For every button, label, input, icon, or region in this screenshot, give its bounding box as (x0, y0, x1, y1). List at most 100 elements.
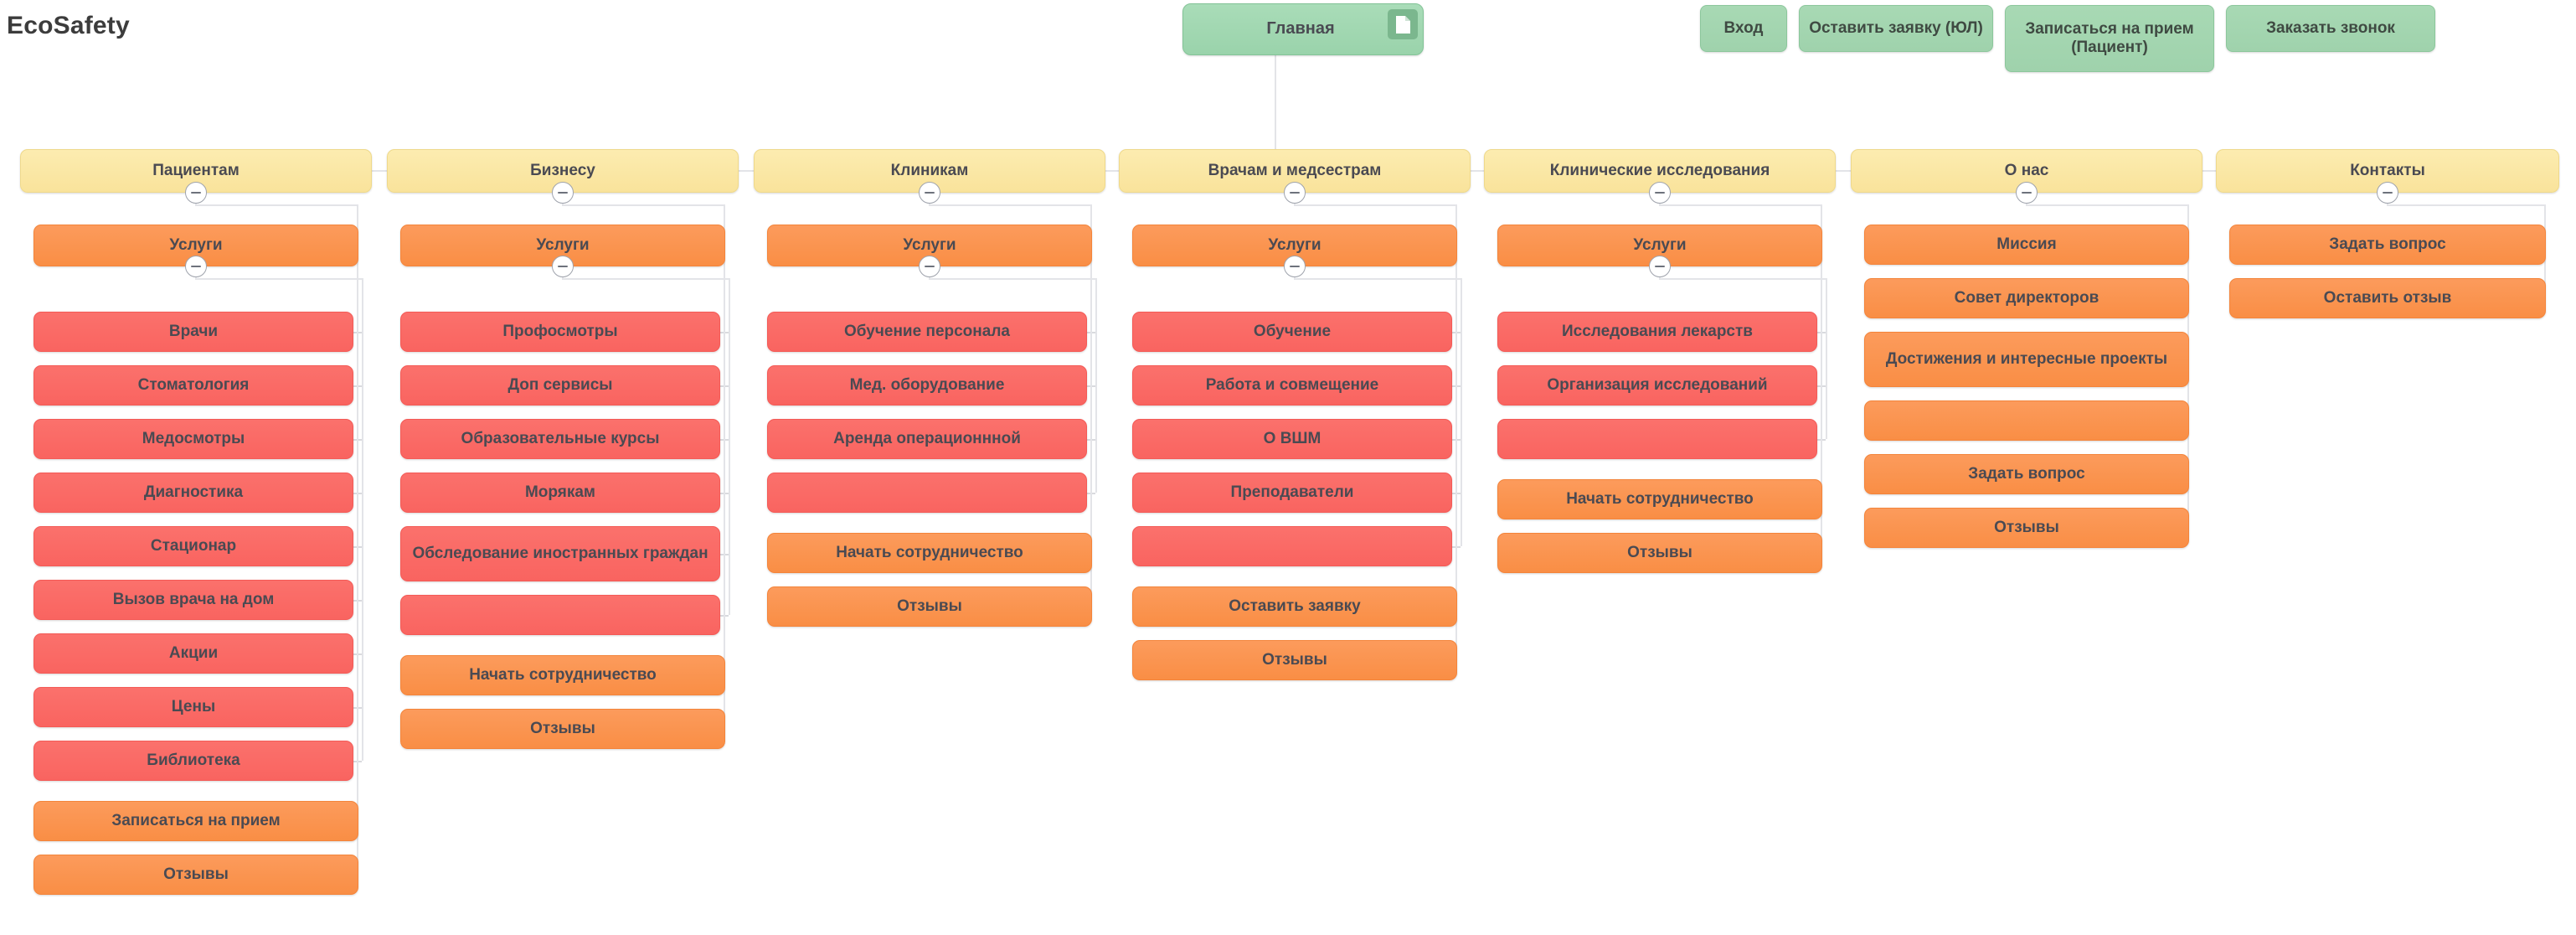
child-node-business-3[interactable]: Образовательные курсы (400, 419, 720, 459)
child-node-clinics-4[interactable] (767, 473, 1087, 513)
extra-node-about-1-label: Миссия (1996, 235, 2057, 253)
extra-node-about-2[interactable]: Совет директоров (1864, 278, 2189, 318)
collapse-toggle-services-patients[interactable] (185, 256, 207, 277)
top-action-2[interactable]: Оставить заявку (ЮЛ) (1799, 5, 1993, 52)
child-node-doctors-3[interactable]: О ВШМ (1132, 419, 1452, 459)
category-link-3 (1105, 170, 1119, 172)
extra-node-patients-1[interactable]: Записаться на прием (33, 801, 358, 841)
collapse-toggle-services-doctors[interactable] (1284, 256, 1306, 277)
child-node-patients-9[interactable]: Библиотека (33, 741, 353, 781)
child-node-doctors-1-label: Обучение (1253, 322, 1332, 340)
category-link-1 (372, 170, 387, 172)
extra-node-about-5-label: Задать вопрос (1968, 464, 2085, 483)
collapse-toggle-about[interactable] (2016, 182, 2038, 204)
child-node-patients-8[interactable]: Цены (33, 687, 353, 727)
child-node-clinics-2[interactable]: Мед. оборудование (767, 365, 1087, 406)
child-node-patients-4[interactable]: Диагностика (33, 473, 353, 513)
child-node-patients-5[interactable]: Стационар (33, 526, 353, 566)
category-bracket-top-contacts (2388, 204, 2546, 206)
extra-node-doctors-1[interactable]: Оставить заявку (1132, 586, 1457, 627)
child-node-clinics-3[interactable]: Аренда операционнной (767, 419, 1087, 459)
services-bracket-top-patients (196, 278, 363, 280)
collapse-toggle-services-clinics[interactable] (919, 256, 940, 277)
extra-node-business-1[interactable]: Начать сотрудничество (400, 655, 725, 695)
extra-node-contacts-1[interactable]: Задать вопрос (2229, 225, 2546, 265)
extra-node-business-2[interactable]: Отзывы (400, 709, 725, 749)
collapse-toggle-contacts[interactable] (2377, 182, 2398, 204)
extra-node-doctors-2[interactable]: Отзывы (1132, 640, 1457, 680)
extra-node-research-2[interactable]: Отзывы (1497, 533, 1822, 573)
collapse-toggle-doctors[interactable] (1284, 182, 1306, 204)
category-bracket-spine-research (1821, 204, 1822, 553)
child-node-patients-4-label: Диагностика (143, 483, 244, 501)
services-node-patients-label: Услуги (169, 235, 223, 254)
child-node-patients-7[interactable]: Акции (33, 633, 353, 674)
extra-node-about-4[interactable] (1864, 400, 2189, 441)
child-node-business-4[interactable]: Морякам (400, 473, 720, 513)
top-action-1[interactable]: Вход (1700, 5, 1787, 52)
extra-node-patients-2[interactable]: Отзывы (33, 855, 358, 895)
child-node-doctors-1[interactable]: Обучение (1132, 312, 1452, 352)
top-action-3-label: Записаться на прием (Пациент) (2025, 19, 2194, 56)
extra-node-business-1-label: Начать сотрудничество (469, 665, 657, 684)
child-node-patients-3[interactable]: Медосмотры (33, 419, 353, 459)
child-node-research-2[interactable]: Организация исследований (1497, 365, 1817, 406)
collapse-toggle-research[interactable] (1649, 182, 1671, 204)
document-icon[interactable] (1388, 9, 1418, 39)
extra-node-about-1[interactable]: Миссия (1864, 225, 2189, 265)
child-node-research-3[interactable] (1497, 419, 1817, 459)
extra-node-about-3-label: Достижения и интересные проекты (1885, 349, 2168, 368)
category-bracket-spine-patients (357, 204, 358, 875)
services-bracket-spine-business (729, 278, 730, 615)
extra-node-about-5[interactable]: Задать вопрос (1864, 454, 2189, 494)
collapse-toggle-services-business[interactable] (552, 256, 574, 277)
child-node-patients-2[interactable]: Стоматология (33, 365, 353, 406)
child-node-clinics-1[interactable]: Обучение персонала (767, 312, 1087, 352)
child-node-doctors-2[interactable]: Работа и совмещение (1132, 365, 1452, 406)
child-node-clinics-1-label: Обучение персонала (844, 322, 1010, 340)
top-action-3[interactable]: Записаться на прием (Пациент) (2005, 5, 2214, 72)
extra-node-contacts-2-label: Оставить отзыв (2323, 288, 2452, 307)
extra-node-clinics-2-label: Отзывы (897, 597, 962, 615)
category-about[interactable]: О нас (1851, 149, 2202, 193)
child-node-doctors-4[interactable]: Преподаватели (1132, 473, 1452, 513)
extra-node-doctors-2-label: Отзывы (1262, 650, 1327, 669)
services-bracket-spine-doctors (1461, 278, 1462, 546)
child-node-doctors-2-label: Работа и совмещение (1205, 375, 1379, 394)
collapse-toggle-services-research[interactable] (1649, 256, 1671, 277)
top-action-4[interactable]: Заказать звонок (2226, 5, 2435, 52)
services-node-clinics-label: Услуги (903, 235, 956, 254)
extra-node-doctors-1-label: Оставить заявку (1229, 597, 1361, 615)
category-link-6 (2202, 170, 2216, 172)
services-bracket-spine-clinics (1095, 278, 1097, 493)
child-node-business-6[interactable] (400, 595, 720, 635)
collapse-toggle-business[interactable] (552, 182, 574, 204)
child-node-patients-1[interactable]: Врачи (33, 312, 353, 352)
child-node-research-2-label: Организация исследований (1547, 375, 1768, 394)
extra-node-contacts-2[interactable]: Оставить отзыв (2229, 278, 2546, 318)
category-patients-label: Пациентам (152, 161, 240, 179)
child-node-clinics-2-label: Мед. оборудование (849, 375, 1005, 394)
extra-node-research-1[interactable]: Начать сотрудничество (1497, 479, 1822, 519)
child-node-doctors-5[interactable] (1132, 526, 1452, 566)
extra-node-about-2-label: Совет директоров (1954, 288, 2099, 307)
category-link-5 (1836, 170, 1851, 172)
child-node-business-5[interactable]: Обследование иностранных граждан (400, 526, 720, 581)
extra-node-about-3[interactable]: Достижения и интересные проекты (1864, 332, 2189, 387)
services-node-business-label: Услуги (536, 235, 590, 254)
child-node-patients-1-label: Врачи (168, 322, 219, 340)
child-node-business-2[interactable]: Доп сервисы (400, 365, 720, 406)
extra-node-clinics-2[interactable]: Отзывы (767, 586, 1092, 627)
child-node-patients-6[interactable]: Вызов врача на дом (33, 580, 353, 620)
child-node-business-5-label: Обследование иностранных граждан (412, 544, 708, 562)
extra-node-clinics-1[interactable]: Начать сотрудничество (767, 533, 1092, 573)
category-bracket-top-patients (196, 204, 358, 206)
category-business-label: Бизнесу (530, 161, 595, 179)
root-stem-connector (1275, 55, 1276, 149)
root-node-glavnaya[interactable]: Главная (1182, 3, 1424, 55)
collapse-toggle-clinics[interactable] (919, 182, 940, 204)
child-node-business-1[interactable]: Профосмотры (400, 312, 720, 352)
child-node-research-1[interactable]: Исследования лекарств (1497, 312, 1817, 352)
extra-node-about-6[interactable]: Отзывы (1864, 508, 2189, 548)
collapse-toggle-patients[interactable] (185, 182, 207, 204)
